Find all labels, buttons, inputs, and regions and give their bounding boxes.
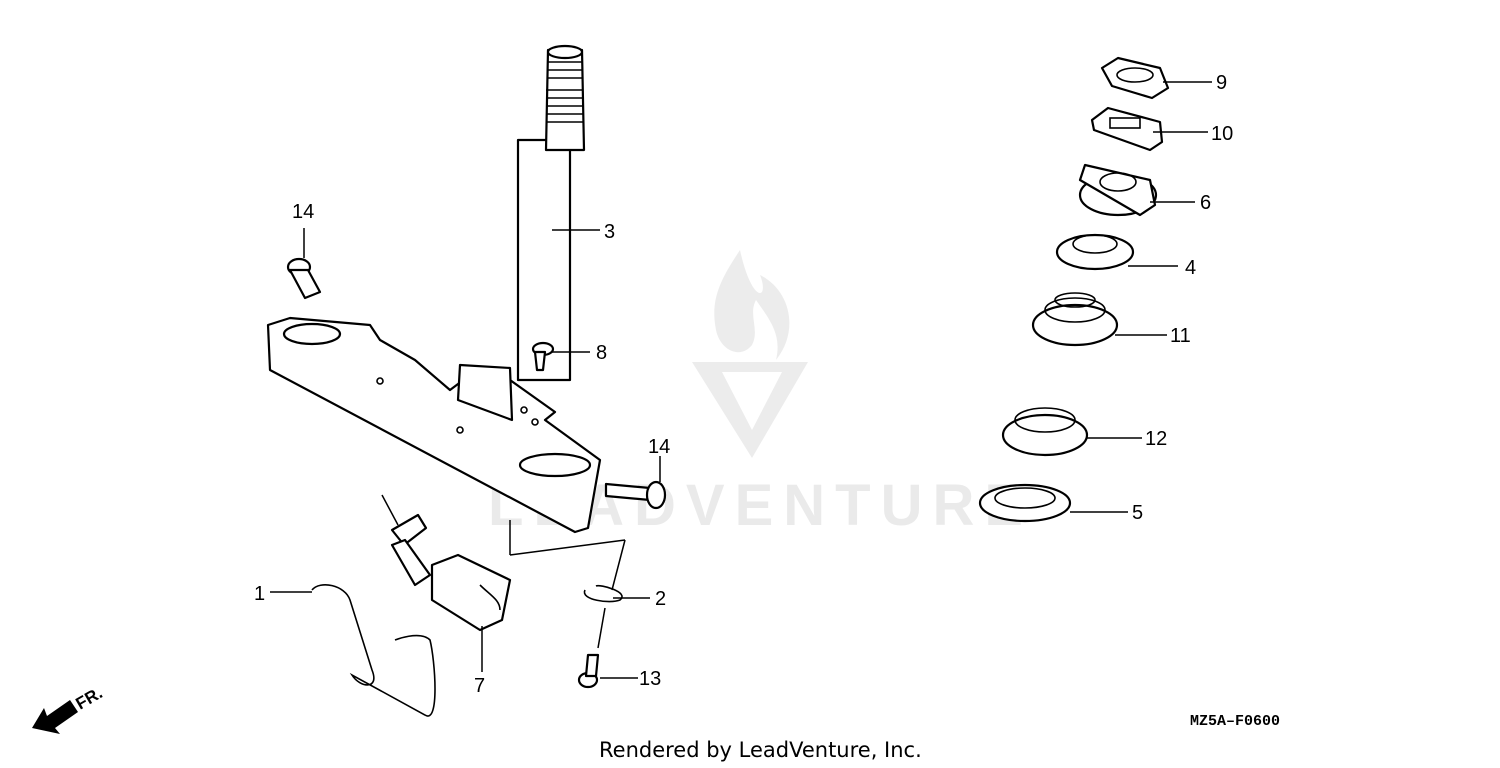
steering-stem-part bbox=[266, 44, 602, 534]
bolt-14-lower-part bbox=[604, 480, 667, 510]
callout-4: 4 bbox=[1185, 257, 1196, 279]
callout-5: 5 bbox=[1132, 502, 1143, 524]
callout-11: 11 bbox=[1170, 325, 1191, 347]
callout-8: 8 bbox=[596, 342, 607, 364]
callout-6: 6 bbox=[1200, 192, 1211, 214]
footer-credit: Rendered by LeadVenture, Inc. bbox=[599, 738, 922, 762]
callout-3: 3 bbox=[604, 221, 615, 243]
adjusting-nut-6-part bbox=[1078, 163, 1158, 217]
callout-14-lower: 14 bbox=[648, 436, 670, 458]
diagram-code: MZ5A–F0600 bbox=[1190, 713, 1280, 730]
callout-2: 2 bbox=[655, 588, 666, 610]
bolt-14-upper-part bbox=[286, 257, 322, 300]
front-direction-indicator: FR. bbox=[32, 683, 106, 734]
callout-1: 1 bbox=[254, 583, 265, 605]
front-arrow-icon bbox=[32, 700, 78, 734]
dust-seal-5-part bbox=[978, 483, 1072, 523]
lock-washer-10-part bbox=[1090, 106, 1164, 152]
watermark-v-logo bbox=[692, 362, 808, 458]
dust-seal-4-part bbox=[1055, 233, 1135, 271]
callout-12: 12 bbox=[1145, 428, 1167, 450]
clip-2-part bbox=[583, 584, 623, 603]
callout-7: 7 bbox=[474, 675, 485, 697]
wire-clip-part bbox=[311, 584, 436, 717]
screw-8-part bbox=[531, 341, 555, 372]
bolt-13-part bbox=[577, 653, 600, 689]
front-label: FR. bbox=[73, 683, 106, 713]
bearing-11-part bbox=[1031, 292, 1119, 347]
ignition-switch-part bbox=[381, 494, 512, 632]
bearing-12-part bbox=[1001, 407, 1089, 457]
callout-9: 9 bbox=[1216, 72, 1227, 94]
watermark-flame-logo bbox=[714, 250, 790, 360]
leader-lines bbox=[270, 81, 1212, 679]
callout-14-upper: 14 bbox=[292, 201, 314, 223]
lock-nut-9-part bbox=[1100, 56, 1170, 100]
callout-13: 13 bbox=[639, 668, 661, 690]
callout-10: 10 bbox=[1211, 123, 1233, 145]
